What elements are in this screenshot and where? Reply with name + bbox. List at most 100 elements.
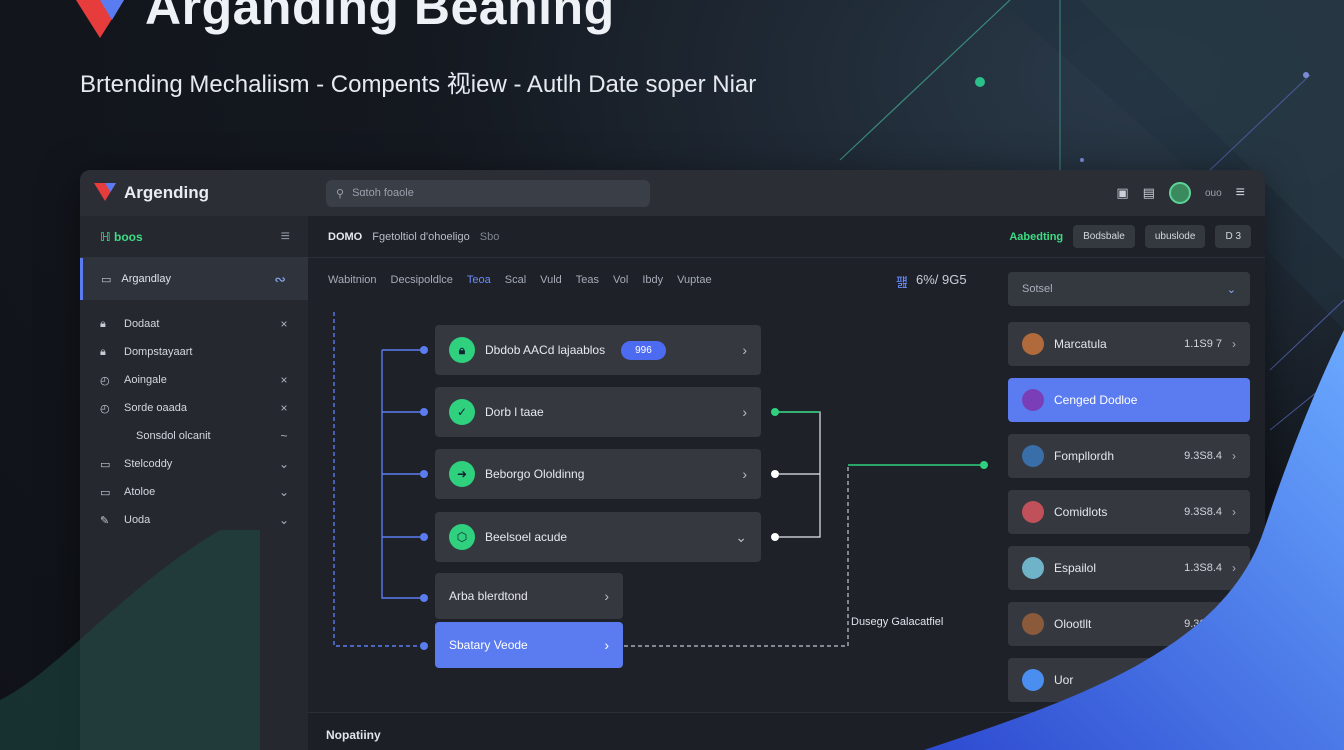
tab[interactable]: Ibdy [642,274,664,286]
flow-card-label: Beborgo Ololdinng [485,467,585,481]
chevron-icon: › [742,466,747,482]
tab[interactable]: Teas [575,274,600,286]
sidebar-item-action[interactable]: ⌄ [278,485,290,499]
flow-card-label: Dbdob AACd lajaablos [485,343,606,357]
sidebar-item-action[interactable]: ~ [280,429,288,443]
sidebar-item[interactable]: ✎ Uoda ⌄ [80,506,308,534]
user-value: 9.3S8.4 [1184,618,1222,630]
tab-bar: Wabitnion Decsipoldlce Teoa Scal Vuld Teas Vol… [328,274,712,286]
sidebar-item-action[interactable]: × [280,401,288,415]
flow-card[interactable]: ✓Dorb l taae› [435,387,761,437]
sidebar-item-active[interactable]: ▭ Argandlay ∾ [80,258,308,300]
user-value: 1.3S8.4 [1184,562,1222,574]
tab[interactable]: Vuld [540,274,562,286]
user-name: Marcatula [1054,337,1107,351]
sidebar-item[interactable]: ◴Aoingale× [80,366,308,394]
sidebar-item-action[interactable]: × [280,317,288,331]
sidebar-item-action[interactable]: × [280,373,288,387]
toolbar-button-2[interactable]: ubuslode [1144,225,1206,248]
sidebar-item[interactable]: 🔒︎Dodaat× [80,310,308,338]
status-link[interactable]: Aabedting [1009,230,1064,243]
stat-readout: 퍮 6%/ 9G5 [896,272,967,291]
flow-card-label: Dorb l taae [485,405,544,419]
chat-icon[interactable]: ▣ [1116,185,1129,200]
tab[interactable]: Vol [613,274,629,286]
sidebar-item[interactable]: Sonsdol olcanit ~ [80,422,308,450]
tab[interactable]: Wabitnion [328,274,377,286]
user-name: Cenged Dodloe [1054,393,1138,407]
user-value: 9.3S8.4 [1184,506,1222,518]
sidebar-item-action[interactable]: ⌄ [278,513,290,527]
tab[interactable]: Teoa [466,274,491,286]
sidebar-items: 🔒︎Dodaat× 🔒︎ Dompstayaart ◴Aoingale× ◴ Sorde … [80,310,308,534]
footer-label: Nopatiiny [326,728,381,742]
flow-card[interactable]: ⬡Beelsoel acude⌄ [435,512,761,562]
clock-icon: ◴ [100,402,110,415]
flow-card[interactable]: Arba blerdtond› [435,573,623,619]
edit-icon: ✎ [100,514,110,527]
user-list-item[interactable]: Cenged Dodloe [1008,378,1250,422]
sidebar: ℍ boos ≡ ▭ Argandlay ∾ 🔒︎Dodaat× 🔒︎ Dompst… [80,216,308,750]
avatar[interactable] [1168,182,1191,204]
toolbar-button-1[interactable]: Bodsbale [1073,225,1135,248]
sidebar-item-label: Dompstayaart [124,346,193,358]
sidebar-item-label: Atoloe [124,486,156,498]
count-badge: 996 [621,340,666,360]
sidebar-item-label: Sonsdol olcanit [136,430,211,442]
sidebar-item[interactable]: ◴ Sorde oaada × [80,394,308,422]
user-list-item[interactable]: Uor 9.3 [1008,658,1250,702]
connector-label: Dusegy Galacatfiel [851,616,944,628]
app-window: Argending ⚲ Sɑtoh foaole ▣ ▤ ouo ≡ ℍ boo… [80,170,1265,750]
stat-value: 6%/ 9G5 [915,272,967,287]
sidebar-item[interactable]: ▭Atoloe⌄ [80,478,308,506]
chevron-icon: › [742,404,747,420]
avatar [1022,389,1044,411]
search-input[interactable]: ⚲ Sɑtoh foaole [326,179,650,207]
window-icon: ▭ [100,458,111,471]
filter-select[interactable]: Sotsel ⌄ [1008,272,1250,306]
toolbar-button-3[interactable]: D 3 [1215,225,1251,248]
document-icon[interactable]: ▤ [1142,185,1155,200]
user-name: Espailol [1054,561,1097,575]
menu-icon[interactable]: ≡ [1235,184,1245,201]
window-icon: ▭ [101,273,112,286]
user-name: Uor [1054,673,1074,687]
chevron-right-icon: › [1232,449,1236,463]
chevron-right-icon: › [1232,337,1236,351]
avatar [1022,445,1044,467]
user-value: 9.3S8.4 [1184,450,1222,462]
sidebar-item-label: Sorde oaada [124,402,187,414]
brand[interactable]: Argending [80,183,308,203]
sidebar-item[interactable]: 🔒︎ Dompstayaart [80,338,308,366]
breadcrumb-root[interactable]: DOMO [328,230,363,243]
user-name: Olootllt [1054,617,1092,631]
tab[interactable]: Decsipoldlce [390,274,453,286]
flow-card-label: Beelsoel acude [485,530,568,544]
user-value: 1.1S9 7 [1184,338,1222,350]
filter-select-value: Sotsel [1022,283,1053,295]
flow-card[interactable]: Sbatary Veode› [435,622,623,668]
sidebar-header-label: ℍ boos [100,229,143,244]
lock-icon: 🔒︎ [100,345,106,358]
more-text[interactable]: ouo [1204,187,1222,199]
hamburger-icon[interactable]: ≡ [280,227,290,245]
tab[interactable]: Scal [504,274,527,286]
breadcrumb-current[interactable]: Fgetoltiol d'ohoeligo [372,230,470,243]
sidebar-item-action[interactable]: ⌄ [278,457,290,471]
flow-card-label: Arba blerdtond [449,589,528,603]
user-list-item[interactable]: Marcatula 1.1S9 7 › [1008,322,1250,366]
top-actions: ▣ ▤ ouo ≡ [1116,182,1265,204]
user-value: 9.3 [1220,674,1236,686]
sidebar-item-label: Uoda [124,514,151,526]
sidebar-item[interactable]: ▭Stelcoddy⌄ [80,450,308,478]
footer-bar [308,712,1265,750]
tab[interactable]: Vuptae [677,274,712,286]
avatar [1022,557,1044,579]
flow-card[interactable]: ➜Beborgo Ololdinng› [435,449,761,499]
